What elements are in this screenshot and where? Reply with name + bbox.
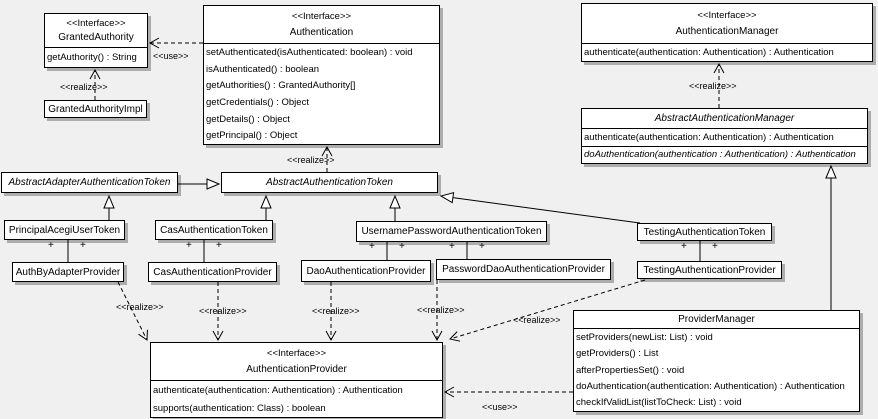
methods-compartment: setAuthenticated(isAuthenticated: boolea…: [204, 44, 439, 144]
class-authentication-manager[interactable]: <<Interface>> AuthenticationManager auth…: [581, 3, 873, 62]
method: supports(authentication: Class) : boolea…: [153, 402, 326, 414]
class-name: CasAuthenticationProvider: [153, 266, 272, 278]
association-plus-marker: +: [369, 241, 375, 252]
methods-compartment: getAuthority() : String: [45, 48, 147, 67]
method: doAuthentication(authentication: Authent…: [576, 380, 845, 392]
class-name: CasAuthenticationToken: [160, 224, 268, 236]
class-name: TestingAuthenticationProvider: [643, 264, 776, 276]
class-name: AbstractAdapterAuthenticationToken: [8, 177, 171, 188]
method: isAuthenticated() : boolean: [206, 63, 320, 75]
edge-realize-testingauthenticationprovider: [449, 279, 646, 342]
method: getAuthority() : String: [47, 52, 137, 63]
class-name: AuthByAdapterProvider: [15, 266, 121, 278]
class-title: <<Interface>> AuthenticationManager: [582, 4, 872, 44]
methods-compartment: authenticate(authentication: Authenticat…: [582, 129, 867, 163]
stereotype: <<Interface>>: [291, 11, 352, 22]
method: authenticate(authentication: Authenticat…: [153, 384, 403, 396]
method: setProviders(newList: List) : void: [576, 331, 713, 343]
method: getProviders() : List: [576, 348, 659, 360]
stereotype: <<Interface>>: [66, 17, 126, 29]
class-authentication[interactable]: <<Interface>> Authentication setAuthenti…: [203, 5, 440, 145]
method: getDetails() : Object: [206, 113, 290, 125]
association-plus-marker: +: [479, 241, 485, 252]
class-name: PrincipalAcegiUserToken: [8, 224, 121, 236]
class-password-dao-authentication-provider[interactable]: PasswordDaoAuthenticationProvider: [436, 259, 611, 280]
use-label: <<use>>: [153, 51, 189, 61]
class-authentication-provider[interactable]: <<Interface>> AuthenticationProvider aut…: [150, 342, 443, 418]
class-testing-authentication-token[interactable]: TestingAuthenticationToken: [637, 223, 772, 241]
stereotype: <<Interface>>: [697, 9, 757, 21]
association-plus-marker: +: [80, 240, 86, 251]
method: doAuthentication(authentication : Authen…: [582, 145, 867, 164]
method: setAuthenticated(isAuthenticated: boolea…: [206, 46, 413, 58]
method: authenticate(authentication: Authenticat…: [584, 131, 834, 143]
class-name: UsernamePasswordAuthenticationToken: [361, 226, 542, 237]
class-abstract-adapter-authentication-token[interactable]: AbstractAdapterAuthenticationToken: [1, 172, 178, 193]
class-principal-acegi-user-token[interactable]: PrincipalAcegiUserToken: [4, 220, 125, 240]
association-plus-marker: +: [681, 241, 687, 252]
association-plus-marker: +: [216, 240, 222, 251]
methods-compartment: authenticate(authentication: Authenticat…: [151, 381, 442, 417]
association-plus-marker: +: [712, 241, 718, 252]
class-provider-manager[interactable]: ProviderManager setProviders(newList: Li…: [573, 310, 860, 412]
class-cas-authentication-token[interactable]: CasAuthenticationToken: [155, 220, 273, 240]
class-title: AbstractAuthenticationManager: [582, 109, 867, 129]
realize-label: <<realize>>: [689, 81, 737, 91]
realize-label: <<realize>>: [312, 306, 360, 316]
methods-compartment: setProviders(newList: List) : void getPr…: [574, 329, 859, 411]
class-abstract-authentication-token[interactable]: AbstractAuthenticationToken: [221, 172, 438, 193]
method: getCredentials() : Object: [206, 96, 309, 108]
use-label: <<use>>: [482, 402, 518, 412]
method: getPrincipal() : Object: [206, 130, 298, 142]
realize-label: <<realize>>: [287, 155, 335, 165]
association-plus-marker: +: [399, 241, 405, 252]
class-name: ProviderManager: [678, 314, 755, 325]
method: getAuthorities() : GrantedAuthority[]: [206, 80, 356, 92]
method: authenticate(authentication: Authenticat…: [584, 47, 834, 58]
method: afterPropertiesSet() : void: [576, 364, 685, 376]
class-dao-authentication-provider[interactable]: DaoAuthenticationProvider: [301, 260, 431, 282]
class-name: PasswordDaoAuthenticationProvider: [442, 264, 605, 275]
class-name: TestingAuthenticationToken: [643, 226, 766, 238]
class-abstract-authentication-manager[interactable]: AbstractAuthenticationManager authentica…: [581, 108, 868, 164]
realize-label: <<realize>>: [199, 306, 247, 316]
association-plus-marker: +: [48, 240, 54, 251]
association-plus-marker: +: [186, 240, 192, 251]
class-username-password-authentication-token[interactable]: UsernamePasswordAuthenticationToken: [356, 221, 547, 242]
class-title: ProviderManager: [574, 311, 859, 329]
stereotype: <<Interface>>: [266, 348, 327, 359]
realize-label: <<realize>>: [60, 82, 108, 92]
class-title: <<Interface>> GrantedAuthority: [45, 14, 147, 48]
class-cas-authentication-provider[interactable]: CasAuthenticationProvider: [148, 262, 277, 282]
class-testing-authentication-provider[interactable]: TestingAuthenticationProvider: [637, 261, 782, 279]
association-plus-marker: +: [449, 241, 455, 252]
method: checkIfValidList(listToCheck: List) : vo…: [576, 397, 742, 409]
class-name: AuthenticationManager: [675, 26, 779, 38]
class-name: GrantedAuthorityImpl: [48, 103, 143, 115]
class-granted-authority[interactable]: <<Interface>> GrantedAuthority getAuthor…: [44, 13, 148, 68]
realize-label: <<realize>>: [417, 305, 465, 315]
class-name: Authentication: [289, 27, 354, 38]
class-name: GrantedAuthority: [58, 32, 134, 44]
class-name: AbstractAuthenticationManager: [654, 113, 795, 124]
methods-compartment: authenticate(authentication: Authenticat…: [582, 44, 872, 61]
class-name: DaoAuthenticationProvider: [306, 265, 426, 277]
class-name: AuthenticationProvider: [246, 364, 347, 375]
class-auth-by-adapter-provider[interactable]: AuthByAdapterProvider: [12, 262, 124, 282]
edge-generalization-testingtoken: [439, 191, 641, 224]
realize-label: <<realize>>: [116, 302, 164, 312]
class-name: AbstractAuthenticationToken: [266, 177, 393, 188]
class-granted-authority-impl[interactable]: GrantedAuthorityImpl: [44, 100, 147, 118]
class-title: <<Interface>> AuthenticationProvider: [151, 343, 442, 381]
edge-realize-authbyadapterprovider: [117, 281, 148, 341]
class-title: <<Interface>> Authentication: [204, 6, 439, 44]
realize-label: <<realize>>: [513, 315, 561, 325]
